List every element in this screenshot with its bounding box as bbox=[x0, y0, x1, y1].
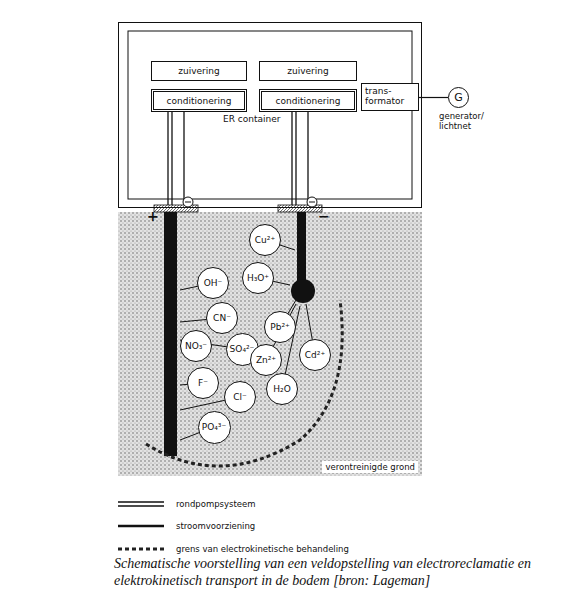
node-label: PO₄³⁻ bbox=[202, 422, 226, 432]
ground-fill bbox=[118, 212, 422, 476]
process-box: conditionering bbox=[259, 89, 357, 112]
legend-row: grens van electrokinetische behandeling bbox=[118, 543, 349, 555]
node-label: Cd²⁺ bbox=[305, 350, 325, 360]
treatment-boundary bbox=[146, 300, 342, 466]
power-wire bbox=[419, 97, 448, 98]
ion-circle: F⁻ bbox=[187, 367, 219, 399]
node-label: G bbox=[454, 91, 463, 104]
legend-sample bbox=[118, 520, 166, 532]
generator-circle: Ggenerator/ lichtnet bbox=[448, 87, 469, 108]
node-label: zuivering bbox=[287, 66, 328, 76]
legend-sample bbox=[118, 498, 166, 510]
ion-circle: OH⁻ bbox=[197, 267, 229, 299]
ground-region: verontreinigde grondOH⁻Cu²⁺H₃O⁺CN⁻NO₃⁻SO… bbox=[118, 212, 422, 476]
node-label: H₃O⁺ bbox=[247, 273, 269, 283]
node-label: F⁻ bbox=[198, 378, 208, 388]
process-box: zuivering bbox=[151, 61, 247, 81]
process-box: conditionering bbox=[151, 89, 247, 112]
node-label: OH⁻ bbox=[204, 278, 223, 288]
node-label: verontreinigde grond bbox=[322, 461, 418, 473]
generator-label: generator/ lichtnet bbox=[439, 112, 489, 132]
anode bbox=[164, 212, 177, 456]
transformer-box: trans- formator bbox=[361, 83, 419, 111]
er-container: ER container zuivering conditionering zuive… bbox=[118, 22, 422, 208]
node-label: Pb²⁺ bbox=[270, 322, 290, 332]
legend-row: rondpompsysteem bbox=[118, 498, 256, 510]
ion-circle: Cu²⁺ bbox=[249, 224, 281, 256]
ion-circle: Zn²⁺ bbox=[250, 344, 282, 376]
legend-row: stroomvoorziening bbox=[118, 520, 255, 532]
electrode-sign: + bbox=[147, 208, 159, 224]
node-label: CN⁻ bbox=[213, 313, 231, 323]
legend-text: stroomvoorziening bbox=[176, 521, 255, 531]
legend-sample bbox=[118, 543, 166, 555]
node-label: Zn²⁺ bbox=[256, 355, 276, 365]
node-label: zuivering bbox=[178, 66, 219, 76]
node-label: Cu²⁺ bbox=[255, 235, 275, 245]
ion-circle: CN⁻ bbox=[206, 302, 238, 334]
node-label: NO₃⁻ bbox=[185, 341, 207, 351]
node-label: trans- formator bbox=[365, 87, 411, 107]
inner-frame bbox=[128, 31, 412, 199]
node-label: H₂O bbox=[273, 384, 290, 394]
node-label: conditionering bbox=[167, 96, 232, 106]
caption: Schematische voorstelling van een veldop… bbox=[114, 556, 578, 590]
process-box: zuivering bbox=[259, 61, 357, 81]
pump-pipes bbox=[168, 110, 308, 206]
node-label: conditionering bbox=[276, 96, 341, 106]
ion-circle: PO₄³⁻ bbox=[198, 411, 231, 444]
legend-text: grens van electrokinetische behandeling bbox=[176, 544, 349, 554]
ion-circle: H₃O⁺ bbox=[242, 262, 274, 294]
pump-symbol bbox=[183, 197, 317, 207]
cathode-ball bbox=[291, 279, 315, 303]
ion-leaders bbox=[180, 240, 315, 440]
ion-circle: H₂O bbox=[266, 373, 298, 405]
ion-circle: Cd²⁺ bbox=[299, 339, 331, 371]
ion-circle: NO₃⁻ bbox=[180, 330, 212, 362]
ion-circle: Pb²⁺ bbox=[264, 311, 296, 343]
node-label: ER container bbox=[223, 114, 280, 124]
node-label: Cl⁻ bbox=[233, 392, 247, 402]
electrode-sign: − bbox=[318, 208, 330, 224]
legend-text: rondpompsysteem bbox=[176, 499, 256, 509]
ion-circle: Cl⁻ bbox=[224, 381, 256, 413]
